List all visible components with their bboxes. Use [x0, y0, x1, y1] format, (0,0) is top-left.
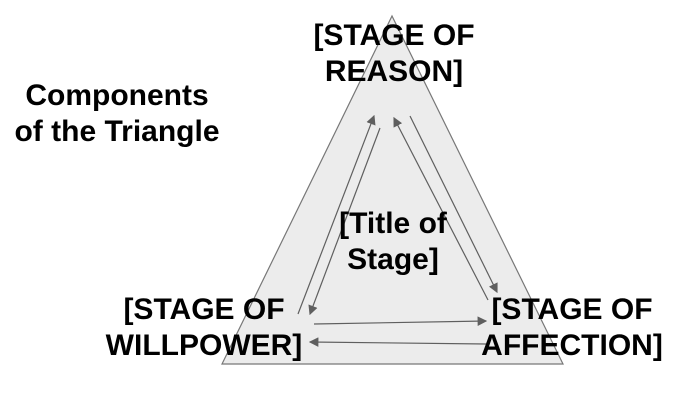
stage-willpower-line-1: [STAGE OF [123, 293, 285, 326]
stage-reason-line-2: REASON] [324, 55, 464, 88]
stage-reason-line-1: [STAGE OF [313, 19, 475, 52]
stage-willpower-label: [STAGE OF WILLPOWER] [96, 292, 312, 364]
triangle-shape [221, 14, 564, 365]
diagram-title: Components of the Triangle [0, 78, 234, 150]
diagram-title-line-1: Components [25, 79, 209, 112]
diagram-title-line-2: of the Triangle [14, 115, 220, 148]
stage-affection-line-2: AFFECTION] [481, 329, 663, 362]
center-stage-title: [Title of Stage] [318, 206, 468, 278]
stage-affection-line-1: [STAGE OF [491, 293, 653, 326]
stage-affection-label: [STAGE OF AFFECTION] [472, 292, 672, 364]
center-stage-title-line-1: [Title of [339, 207, 447, 240]
center-stage-title-line-2: Stage] [347, 243, 439, 276]
stage-reason-label: [STAGE OF REASON] [294, 18, 494, 90]
arrow-affection-to-reason [393, 116, 489, 301]
arrow-reason-to-willpower [308, 127, 381, 316]
arrow-willpower-to-affection [313, 316, 488, 326]
arrow-willpower-to-reason [297, 114, 376, 315]
arrow-affection-to-willpower [308, 337, 487, 347]
arrow-reason-to-affection [409, 115, 498, 294]
stage-willpower-line-2: WILLPOWER] [105, 329, 303, 362]
